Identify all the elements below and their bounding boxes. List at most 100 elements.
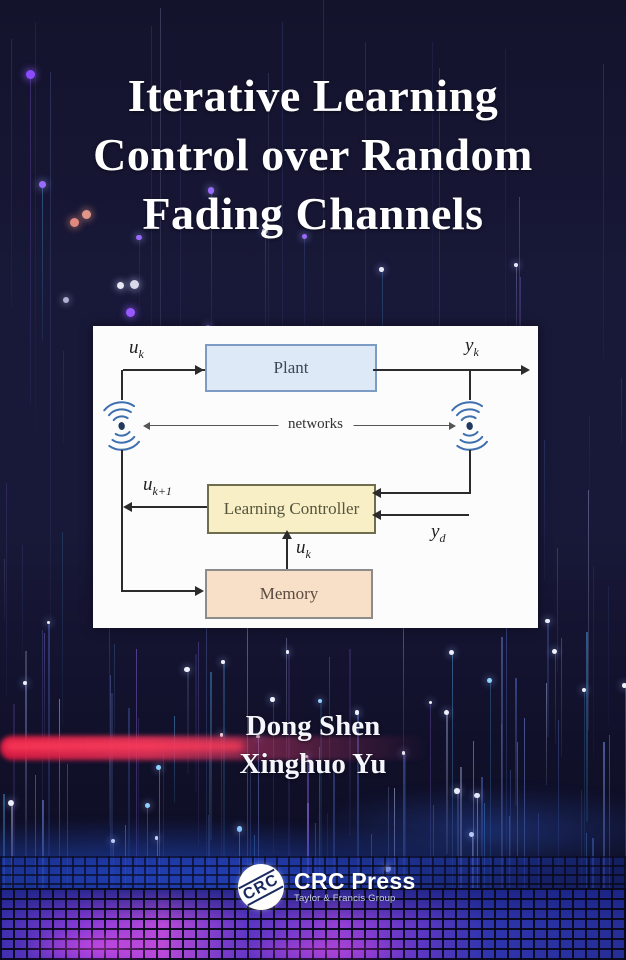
light-dot — [69, 217, 79, 227]
arrowhead-feedback — [372, 488, 381, 498]
light-dot — [487, 678, 493, 684]
light-streak — [603, 742, 606, 960]
light-streak — [519, 197, 521, 381]
light-dot — [551, 649, 558, 655]
light-dot — [184, 666, 191, 673]
light-dot — [219, 732, 224, 737]
light-streak — [515, 265, 517, 344]
light-streak — [160, 8, 162, 539]
light-dot — [156, 764, 162, 770]
right-channel-line-lower — [469, 450, 471, 494]
light-dot — [46, 621, 50, 625]
title-line-2: Control over Random — [93, 129, 533, 180]
light-dot — [221, 660, 225, 664]
light-streak — [221, 734, 223, 861]
light-dot — [355, 710, 360, 715]
light-dot — [513, 263, 518, 268]
light-streak — [42, 184, 44, 342]
left-channel-line-lower — [121, 450, 123, 592]
light-streak — [620, 377, 622, 444]
feedback-line-into-controller — [381, 492, 471, 494]
light-streak — [138, 237, 140, 311]
light-streak — [267, 73, 269, 376]
light-streak — [272, 699, 274, 854]
arrowhead-reference — [372, 510, 381, 520]
light-streak — [282, 22, 284, 535]
networks-arrowhead-right — [449, 422, 456, 430]
light-dot — [135, 234, 142, 241]
light-streak — [210, 190, 212, 333]
light-streak — [287, 651, 290, 960]
light-dot — [63, 297, 69, 303]
control-diagram-panel: Plant Learning Controller Memory uk — [93, 326, 538, 628]
light-dot — [144, 803, 150, 809]
right-channel-line-upper — [469, 370, 471, 400]
light-streak — [150, 26, 152, 471]
light-streak — [592, 566, 594, 761]
plant-block: Plant — [205, 344, 377, 392]
light-dot — [301, 234, 307, 240]
light-streak — [108, 739, 110, 827]
light-streak — [585, 631, 588, 823]
light-streak — [29, 74, 31, 404]
light-streak — [223, 661, 226, 861]
light-streak — [547, 621, 550, 737]
networks-arrowhead-left — [143, 422, 150, 430]
light-streak — [135, 648, 137, 943]
light-streak — [62, 531, 64, 727]
signal-line-output — [373, 369, 521, 371]
light-streak — [505, 48, 507, 495]
light-streak — [21, 545, 23, 658]
light-streak — [544, 440, 546, 581]
light-dot — [262, 227, 269, 234]
label-y-k-output: yk — [465, 335, 479, 359]
light-dot — [39, 181, 46, 188]
light-streak — [500, 637, 503, 956]
author-2: Xinghuo Yu — [239, 748, 387, 780]
light-dot — [581, 687, 586, 693]
light-streak — [5, 482, 7, 697]
light-streak — [137, 718, 139, 865]
light-streak — [515, 678, 518, 806]
light-dot — [379, 267, 385, 272]
light-streak — [587, 490, 589, 730]
light-streak — [554, 651, 556, 745]
magenta-glow-center — [220, 934, 420, 960]
arrowhead-memory-up — [282, 530, 292, 539]
networks-label: networks — [278, 416, 353, 433]
next-input-line — [132, 506, 207, 508]
magenta-glow-left — [20, 928, 180, 960]
title-line-1: Iterative Learning — [127, 70, 499, 121]
signal-line-input — [123, 369, 205, 371]
light-streak — [24, 650, 27, 896]
light-dot — [129, 279, 139, 289]
book-title: Iterative Learning Control over Random F… — [0, 66, 626, 243]
light-dot — [125, 307, 135, 317]
light-streak — [44, 633, 46, 739]
light-streak — [113, 644, 115, 746]
wireless-antenna-icon-left — [96, 395, 148, 462]
light-dot — [449, 649, 455, 656]
label-u-k-input: uk — [129, 337, 144, 361]
light-streak — [35, 21, 37, 433]
arrowhead-into-memory — [195, 586, 204, 596]
light-streak — [402, 620, 404, 754]
light-dot — [428, 701, 432, 705]
light-streak — [624, 685, 626, 960]
light-streak — [195, 654, 198, 792]
light-streak — [451, 652, 453, 900]
light-streak — [109, 615, 111, 734]
left-channel-line-upper — [121, 370, 123, 400]
light-dot — [207, 187, 214, 194]
title-line-3: Fading Channels — [142, 188, 484, 239]
light-streak — [608, 735, 610, 960]
publisher-block: CRC CRC Press Taylor & Francis Group — [238, 864, 416, 910]
light-streak — [109, 675, 111, 905]
light-streak — [247, 626, 249, 942]
light-dot — [23, 681, 28, 686]
light-streak — [179, 79, 181, 553]
light-streak — [588, 416, 590, 509]
light-streak — [128, 708, 131, 882]
light-streak — [304, 236, 306, 339]
